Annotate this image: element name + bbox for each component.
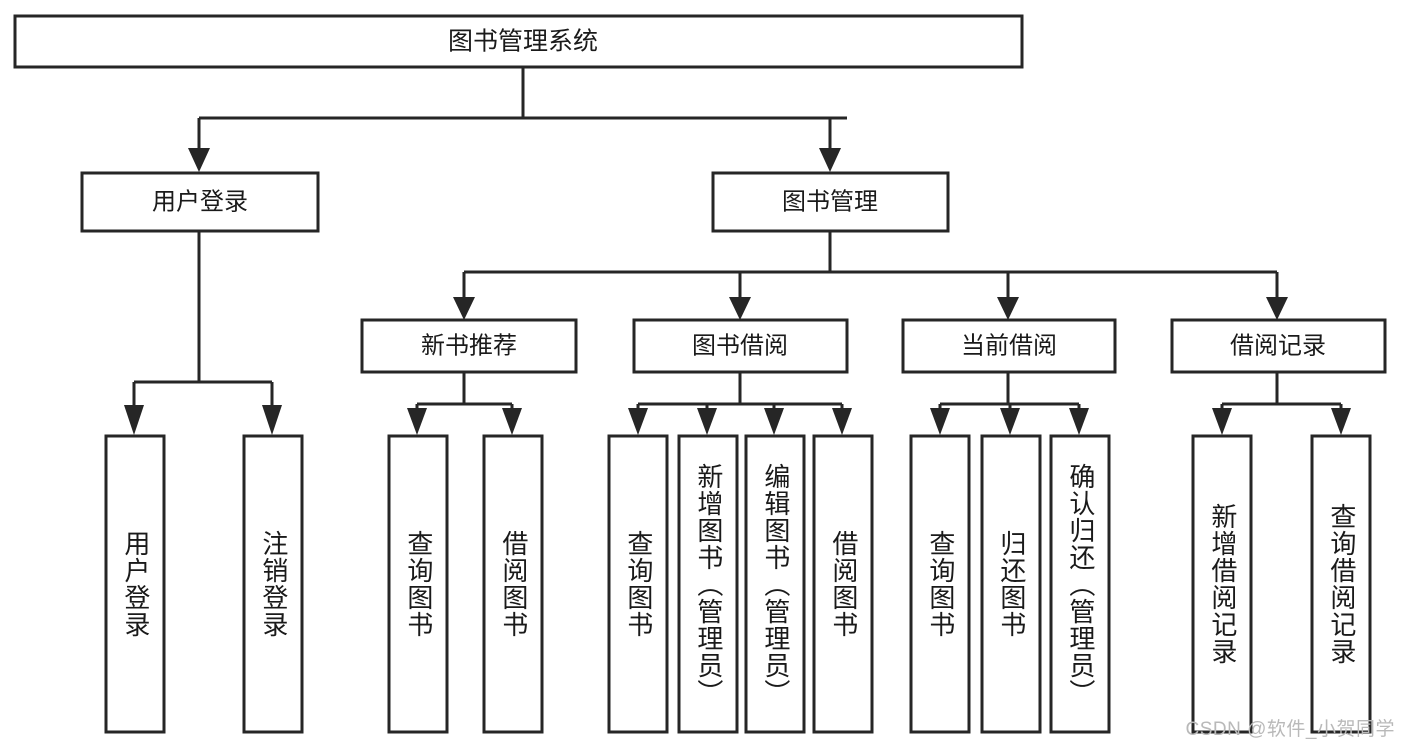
arrow-root-to-book-manage: [819, 148, 841, 172]
arrow-bm-to-record: [1266, 297, 1288, 320]
leaf-box-new-book-1[interactable]: [387, 434, 449, 734]
arrow-bb-to-leaf-3: [764, 408, 784, 435]
node-current-borrow-box[interactable]: [901, 318, 1117, 374]
node-new-book-recommend-box[interactable]: [360, 318, 578, 374]
leaf-box-book-borrow-2[interactable]: [677, 434, 739, 734]
leaf-boxes-borrow-record: [1191, 434, 1372, 734]
arrow-bb-to-leaf-2: [697, 408, 717, 435]
leaf-boxes-current-borrow: [909, 434, 1111, 734]
leaf-box-book-borrow-1[interactable]: [607, 434, 669, 734]
leaf-boxes-book-borrow: [607, 434, 874, 734]
node-root-system-label: 图书管理系统: [448, 28, 598, 56]
leaf-box-user-login-1[interactable]: [104, 434, 166, 734]
leaf-box-current-borrow-1[interactable]: [909, 434, 971, 734]
leaf-box-borrow-record-1[interactable]: [1191, 434, 1253, 734]
node-user-login[interactable]: 用户登录: [80, 171, 320, 233]
leaf-box-new-book-2[interactable]: [482, 434, 544, 734]
arrow-bm-to-current: [997, 297, 1019, 320]
node-root-system[interactable]: 图书管理系统: [13, 14, 1024, 69]
connector-group-user-login: [124, 232, 282, 435]
arrow-bm-to-new-book: [453, 297, 475, 320]
leaf-box-user-login-2[interactable]: [242, 434, 304, 734]
arrow-nb-to-leaf-1: [407, 408, 427, 435]
node-book-manage-box[interactable]: [711, 171, 950, 233]
arrow-root-to-user-login: [188, 148, 210, 172]
arrow-ul-to-leaf-2: [262, 405, 282, 435]
arrow-bb-to-leaf-4: [832, 408, 852, 435]
arrow-bm-to-borrow: [729, 297, 751, 320]
connector-group-book-manage: [453, 232, 1288, 320]
node-new-book-recommend[interactable]: 新书推荐: [360, 318, 578, 374]
arrow-cb-to-leaf-2: [1000, 408, 1020, 435]
connector-group-book-borrow: [628, 373, 852, 435]
arrow-br-to-leaf-1: [1212, 408, 1232, 435]
node-root-system-box[interactable]: [13, 14, 1024, 69]
leaf-box-current-borrow-3[interactable]: [1049, 434, 1111, 734]
arrow-br-to-leaf-2: [1331, 408, 1351, 435]
connector-group-root: [188, 68, 847, 172]
node-new-book-recommend-label: 新书推荐: [421, 332, 517, 359]
connector-group-current-borrow: [930, 373, 1089, 435]
node-current-borrow[interactable]: 当前借阅: [901, 318, 1117, 374]
node-borrow-record-box[interactable]: [1170, 318, 1387, 374]
node-user-login-box[interactable]: [80, 171, 320, 233]
node-current-borrow-label: 当前借阅: [961, 332, 1057, 359]
leaf-boxes-user-login: [104, 434, 304, 734]
node-book-manage-label: 图书管理: [782, 188, 878, 215]
connector-group-borrow-record: [1212, 373, 1351, 435]
arrow-bb-to-leaf-1: [628, 408, 648, 435]
arrow-nb-to-leaf-2: [502, 408, 522, 435]
node-user-login-label: 用户登录: [152, 188, 248, 215]
watermark-text: CSDN @软件_小贺同学: [1185, 719, 1395, 740]
leaf-box-book-borrow-4[interactable]: [812, 434, 874, 734]
node-book-borrow-label: 图书借阅: [692, 332, 788, 359]
node-borrow-record[interactable]: 借阅记录: [1170, 318, 1387, 374]
node-book-manage[interactable]: 图书管理: [711, 171, 950, 233]
node-book-borrow[interactable]: 图书借阅: [632, 318, 849, 374]
leaf-boxes-new-book: [387, 434, 544, 734]
node-borrow-record-label: 借阅记录: [1230, 332, 1326, 359]
node-book-borrow-box[interactable]: [632, 318, 849, 374]
leaf-box-borrow-record-2[interactable]: [1310, 434, 1372, 734]
leaf-box-book-borrow-3[interactable]: [744, 434, 806, 734]
leaf-box-current-borrow-2[interactable]: [980, 434, 1042, 734]
arrow-ul-to-leaf-1: [124, 405, 144, 435]
connector-group-new-book: [407, 373, 522, 435]
arrow-cb-to-leaf-1: [930, 408, 950, 435]
arrow-cb-to-leaf-3: [1069, 408, 1089, 435]
